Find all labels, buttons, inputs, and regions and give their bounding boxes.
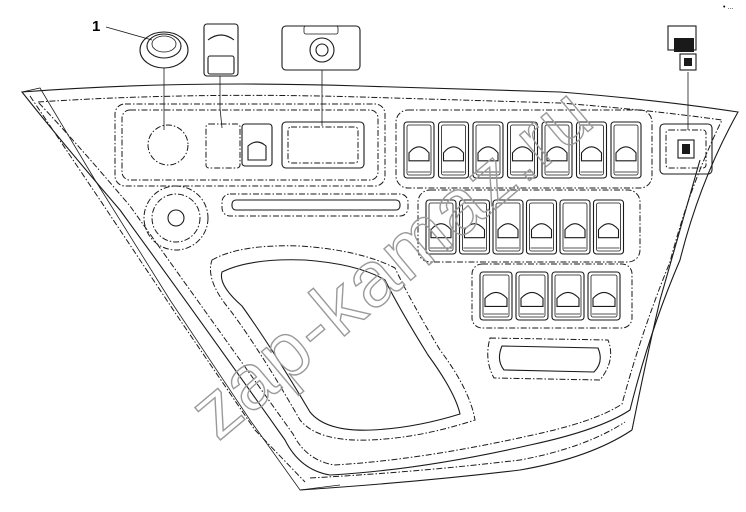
exploded-part-gauge-housing: [281, 25, 361, 108]
rocker-switch: [541, 121, 573, 179]
switch-block-frames: [395, 109, 653, 329]
panel-body: [20, 83, 739, 491]
rocker-switch: [525, 199, 558, 255]
right-single-switch: [659, 123, 713, 175]
rocker-switch: [592, 199, 625, 255]
leader-lines: [163, 94, 689, 130]
corner-mark: • ...: [723, 4, 733, 11]
rocker-switch: [472, 121, 504, 179]
center-opening: [210, 245, 476, 441]
rocker-switch: [425, 199, 457, 255]
rocker-switch: [515, 271, 549, 321]
rocker-switch-rows: [403, 121, 642, 321]
round-knob-socket: [143, 185, 209, 251]
rocker-switch: [575, 121, 608, 179]
horizontal-slot: [221, 193, 409, 217]
rocker-switch: [492, 199, 524, 255]
exploded-part-round-cap: [139, 31, 189, 104]
rocker-switch: [458, 199, 491, 255]
rocker-switch: [587, 271, 621, 321]
rocker-switch: [506, 121, 539, 179]
watermark-text: zap-kamaz.ru: [172, 68, 609, 455]
rocker-switch: [559, 199, 591, 255]
rocker-switch: [610, 121, 642, 179]
upper-instrument-recess: [114, 103, 386, 187]
exploded-part-rocker-switch: [667, 25, 697, 94]
rocker-switch: [479, 271, 513, 321]
rocker-switch: [551, 271, 585, 321]
exploded-part-switch-body: [203, 23, 239, 108]
callout-1-label: 1: [92, 18, 100, 35]
rocker-switch: [437, 121, 470, 179]
lower-recess: [487, 337, 612, 381]
callout-1: 1: [92, 18, 153, 41]
rocker-switch: [403, 121, 435, 179]
